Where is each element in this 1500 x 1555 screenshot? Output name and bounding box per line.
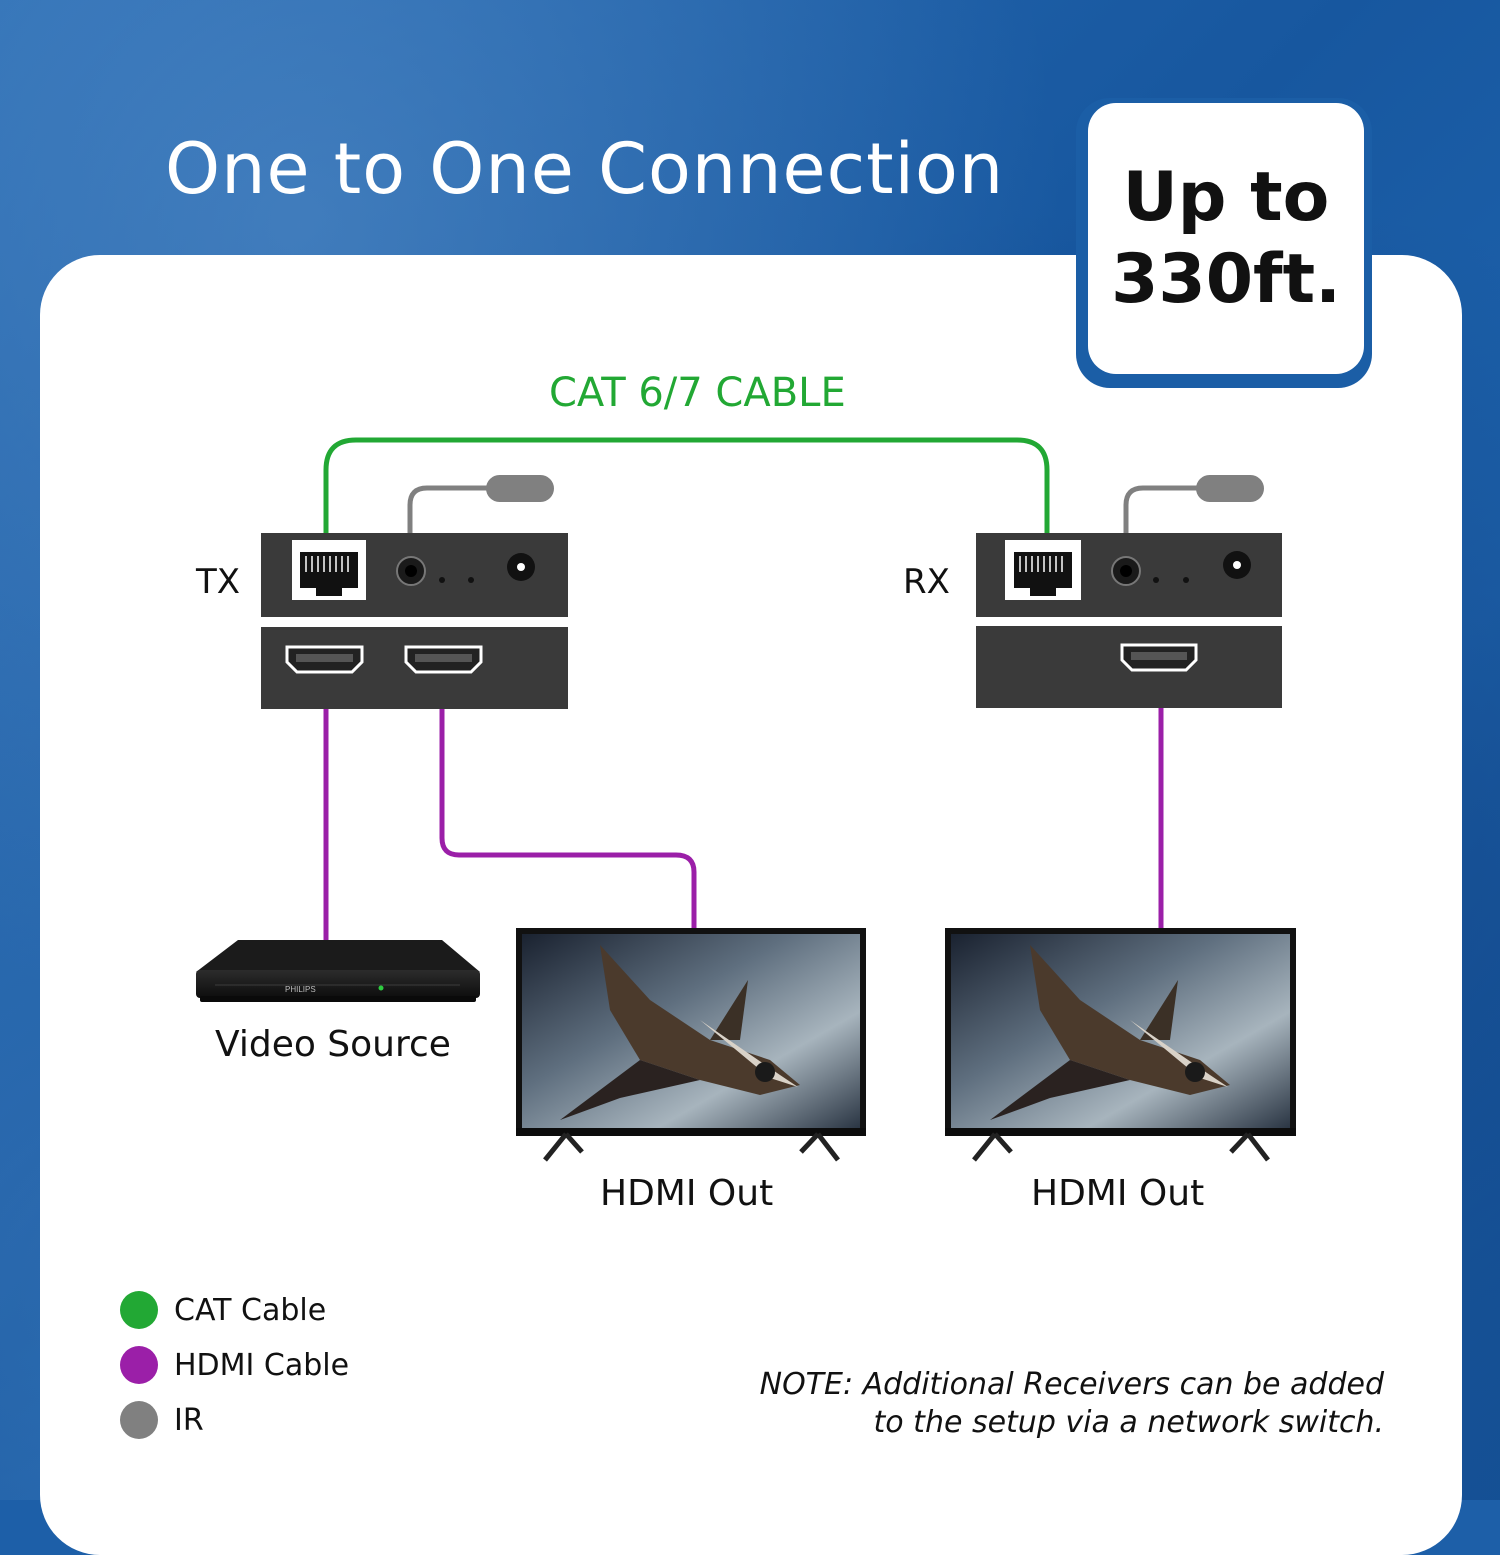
note-line-1: NOTE: Additional Receivers can be added <box>759 1367 1384 1402</box>
blu-ray-player: PHILIPS <box>196 940 480 1002</box>
cat-cable-label: CAT 6/7 CABLE <box>549 370 846 416</box>
tx-ir-cable <box>407 485 500 540</box>
note-line-2: to the setup via a network switch. <box>873 1405 1384 1440</box>
legend-ir: IR <box>120 1401 204 1439</box>
tv-2 <box>945 928 1296 1162</box>
legend-hdmi: HDMI Cable <box>120 1346 349 1384</box>
distance-badge: Up to 330ft. <box>1088 103 1364 374</box>
badge-line-2: 330ft. <box>1111 239 1341 319</box>
rx-ir-sensor <box>1196 475 1264 502</box>
cat-cable-line <box>323 437 1050 540</box>
hdmi-cable-tv1 <box>439 708 697 932</box>
tv-2-shuttle-image <box>990 945 1230 1120</box>
legend-ir-label: IR <box>174 1402 204 1438</box>
legend-cat-label: CAT Cable <box>174 1292 327 1328</box>
tv-1 <box>516 928 866 1162</box>
legend-hdmi-label: HDMI Cable <box>174 1347 350 1383</box>
badge-line-1: Up to <box>1122 157 1330 237</box>
legend-ir-dot <box>120 1401 158 1439</box>
video-source-label: Video Source <box>215 1024 451 1065</box>
tx-unit <box>261 533 568 709</box>
tv-1-shuttle-image <box>560 945 800 1120</box>
legend-cat-dot <box>120 1291 158 1329</box>
tv-1-label: HDMI Out <box>600 1173 774 1214</box>
rx-unit <box>976 533 1282 708</box>
legend-hdmi-dot <box>120 1346 158 1384</box>
connection-diagram: PHILIPS <box>196 437 1296 1162</box>
rx-ir-cable <box>1123 485 1210 540</box>
legend-cat: CAT Cable <box>120 1291 326 1329</box>
setup-note: NOTE: Additional Receivers can be added … <box>664 1366 1384 1442</box>
page-title: One to One Connection <box>165 128 1005 210</box>
player-brand-text: PHILIPS <box>285 985 316 994</box>
tx-ir-sensor <box>486 475 554 502</box>
tx-label: TX <box>196 562 241 602</box>
content-panel <box>40 255 1462 1555</box>
tv-2-label: HDMI Out <box>1031 1173 1205 1214</box>
rx-label: RX <box>903 562 950 602</box>
